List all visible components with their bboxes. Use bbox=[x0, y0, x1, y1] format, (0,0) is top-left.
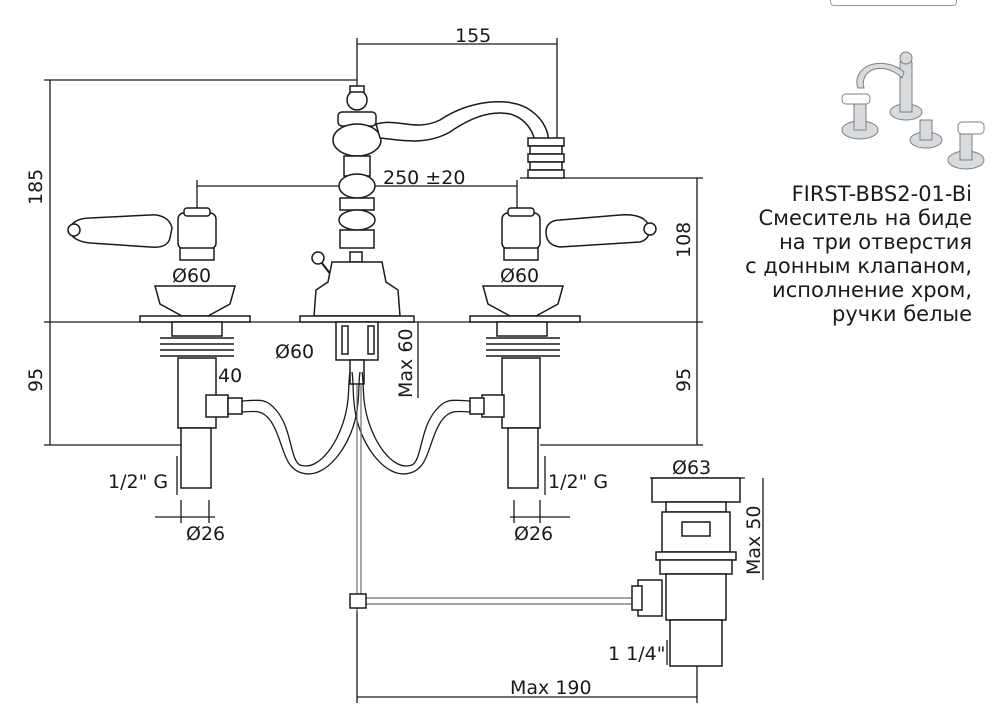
dim-spout-reach: 155 bbox=[455, 25, 491, 47]
product-code: FIRST-BBS2-01-Bi bbox=[791, 182, 972, 206]
dim-right-95: 95 bbox=[673, 368, 695, 392]
dim-left-95: 95 bbox=[25, 368, 47, 392]
dim-drain-reach: Max 190 bbox=[510, 677, 592, 699]
center-spout bbox=[299, 85, 565, 385]
product-photo bbox=[841, 51, 985, 170]
dim-left-thread: 1/2" G bbox=[108, 471, 168, 493]
popup-rod bbox=[349, 384, 640, 612]
dim-drain-cap: Ø63 bbox=[672, 457, 711, 479]
description-line-4: исполнение хром, bbox=[772, 278, 972, 302]
right-valve bbox=[469, 207, 657, 489]
dim-left-flange: Ø60 bbox=[172, 265, 211, 287]
top-tab-edge bbox=[830, 0, 957, 6]
dim-spacing: 250 ±20 bbox=[383, 167, 465, 189]
dim-center-flange: Ø60 bbox=[275, 341, 314, 363]
product-caption: FIRST-BBS2-01-Bi Смеситель на биде на тр… bbox=[745, 182, 972, 326]
dimension-lines bbox=[44, 38, 764, 703]
dim-drain-max: Max 50 bbox=[743, 506, 765, 576]
dim-right-thread: 1/2" G bbox=[548, 471, 608, 493]
dim-right-flange: Ø60 bbox=[500, 265, 539, 287]
left-valve bbox=[67, 207, 251, 489]
dim-handle-height: 108 bbox=[673, 222, 695, 258]
description-line-1: Смеситель на биде bbox=[758, 206, 972, 230]
drain-assembly bbox=[631, 477, 741, 667]
hoses bbox=[241, 371, 471, 475]
dim-left-40: 40 bbox=[218, 365, 242, 387]
dim-max-60: Max 60 bbox=[395, 329, 417, 399]
dim-total-height: 185 bbox=[25, 169, 47, 205]
description-line-5: ручки белые bbox=[832, 302, 972, 326]
description-line-2: на три отверстия bbox=[779, 230, 972, 254]
dim-left-shank: Ø26 bbox=[186, 523, 225, 545]
dim-right-shank: Ø26 bbox=[514, 523, 553, 545]
description-line-3: с донным клапаном, bbox=[745, 254, 972, 278]
dim-drain-thread: 1 1/4" bbox=[608, 643, 665, 665]
